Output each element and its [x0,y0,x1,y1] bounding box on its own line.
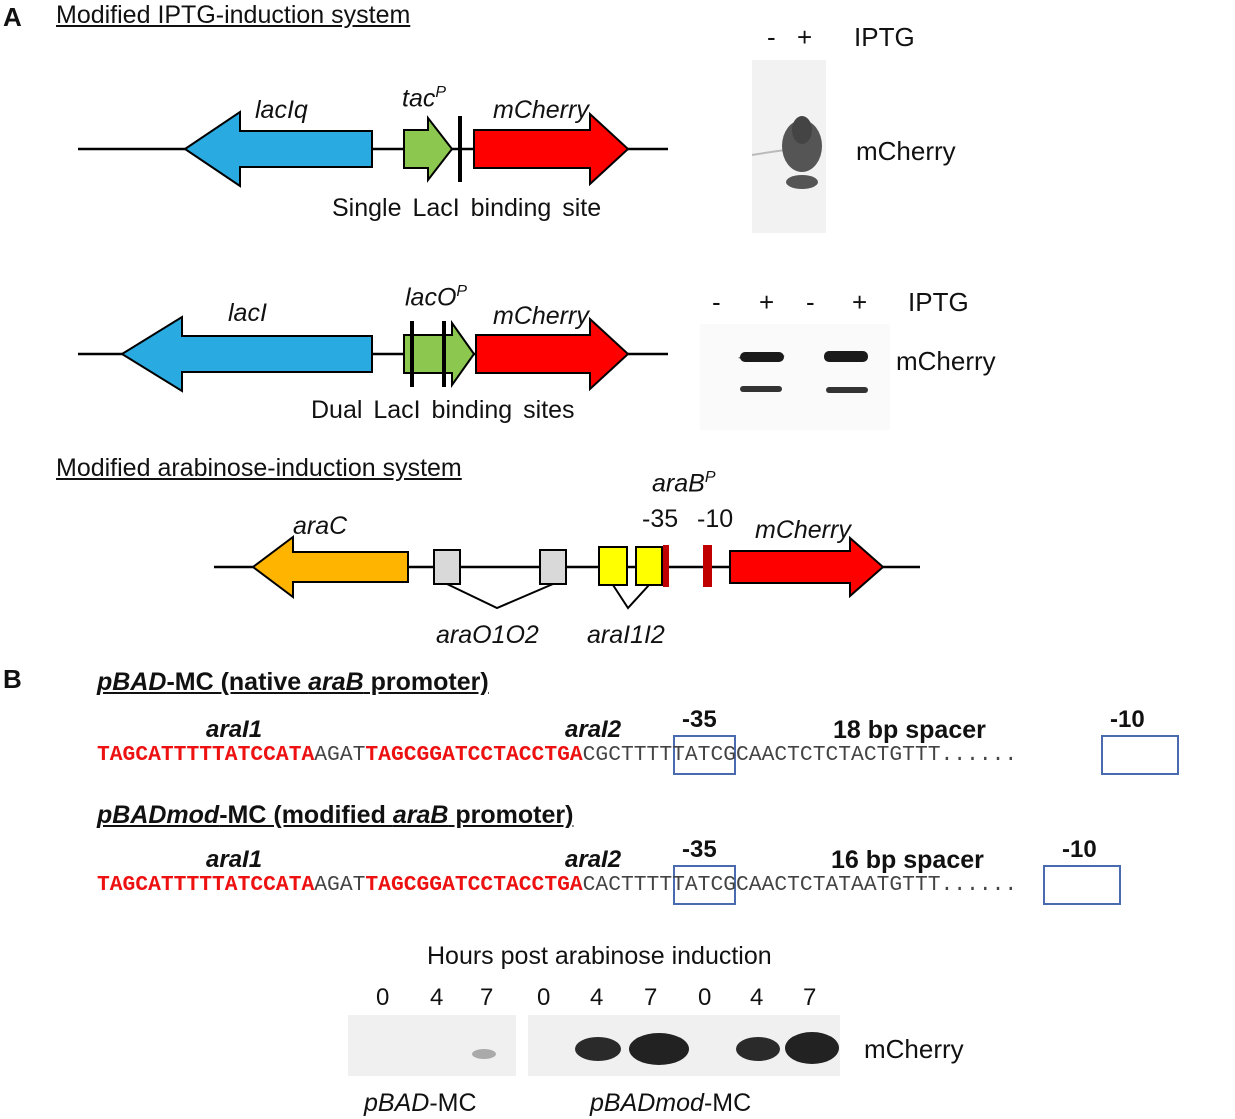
operator-o2-box [539,549,567,585]
laco-promoter-label: lacOP [405,283,468,312]
lane-label: 7 [480,984,494,1011]
minus10-label: -10 [697,505,734,533]
mcherry-arrow-3 [729,535,885,599]
construct-2-diagram [78,315,668,393]
laci-label: lacI [228,299,267,327]
modified-arai1-label: araI1 [206,846,263,873]
lane-label: 0 [698,984,712,1011]
blot-2-band-upper-1 [740,352,784,362]
box-35-modified [673,865,736,905]
lane-label: 4 [430,984,444,1011]
blot-2-band-lower-1 [740,386,782,392]
arabinose-blot-title: Hours post arabinose induction [427,942,772,970]
blot-2-mcherry: mCherry [896,346,996,376]
arac-label: araC [293,512,348,540]
tac-promoter-label: tacP [402,84,447,113]
blot-1 [751,60,826,233]
arac-arrow [251,535,409,599]
blot-band-mod-4h-1 [575,1037,621,1061]
lane-label: 0 [376,984,390,1011]
blot-2-minus-1: - [712,287,721,317]
laci-arrow [120,315,373,393]
operator-o1-box [433,549,461,585]
blot-band-mod-7h-2 [785,1032,839,1064]
blot-2 [700,324,890,430]
lane-label: 0 [537,984,551,1011]
blot-1-band-upper [782,120,822,172]
blot-1-mcherry: mCherry [856,136,956,166]
laciq-label: lacIq [255,96,308,124]
single-site-caption: Single LacI binding site [332,194,602,222]
lane-label: 4 [590,984,604,1011]
panel-a-letter: A [3,2,22,32]
blot-band-mod-7h-1 [629,1033,689,1065]
arabinose-blot-left [348,1015,516,1076]
arabinose-blot-mcherry: mCherry [864,1034,964,1064]
box-10-modified [1043,865,1121,905]
blot-2-band-lower-2 [826,387,868,393]
construct-1-diagram [78,110,668,188]
pbad-group-label: pBAD-MC [364,1089,477,1117]
blot-2-minus-2: - [806,287,815,317]
arabinose-system-title: Modified arabinose-induction system [56,454,462,482]
blot-band-pbad-7h [472,1049,496,1059]
native-promoter-title: pBAD-MC (native araB promoter) [97,668,489,696]
mcherry-label-1: mCherry [493,96,589,124]
native-arai1-label: araI1 [206,716,263,743]
dual-site-caption: Dual LacI binding sites [311,396,575,424]
native-minus35-label: -35 [682,706,717,733]
modified-minus10-label: -10 [1062,836,1097,863]
native-sequence: TAGCATTTTTATCCATAAGATTAGCGGATCCTACCTGACG… [97,743,1018,767]
arai1i2-label: araI1I2 [587,621,665,649]
modified-sequence: TAGCATTTTTATCCATAAGATTAGCGGATCCTACCTGACA… [97,873,1018,897]
modified-arai2-label: araI2 [565,846,622,873]
mcherry-arrow-2 [475,316,630,392]
mcherry-label-2: mCherry [493,302,589,330]
modified-minus35-label: -35 [682,836,717,863]
modified-spacer-label: 16 bp spacer [831,846,984,874]
inducer-i2-box [635,546,663,586]
construct-3-diagram [214,535,920,610]
blot-2-iptg: IPTG [908,287,969,317]
inducer-i1-box [598,546,628,586]
blot-2-plus-2: + [852,287,868,317]
lane-label: 4 [750,984,764,1011]
iptg-system-title: Modified IPTG-induction system [56,1,411,29]
mcherry-label-3: mCherry [755,516,851,544]
blot-2-band-upper-2 [824,351,868,362]
mcherry-arrow-1 [473,111,630,187]
blot-band-mod-4h-2 [736,1037,780,1061]
arao1o2-label: araO1O2 [436,621,539,649]
lane-label: 7 [803,984,817,1011]
operator-connector [446,583,554,610]
modified-promoter-title: pBADmod-MC (modified araB promoter) [97,801,574,829]
laco-promoter-arrow [403,319,476,389]
minus35-label: -35 [642,505,679,533]
panel-b-letter: B [3,664,22,694]
blot-2-plus-1: + [759,287,775,317]
lane-label: 7 [644,984,658,1011]
box-10-native [1101,735,1179,775]
arab-promoter-label: araBP [652,469,716,498]
native-arai2-label: araI2 [565,716,622,743]
inducer-connector [612,584,650,610]
native-minus10-label: -10 [1110,706,1145,733]
blot-1-plus: + [797,22,813,52]
native-spacer-label: 18 bp spacer [833,716,986,744]
laciq-arrow [183,110,373,188]
blot-1-band-lower [786,175,818,189]
blot-1-minus: - [767,22,776,52]
minus10-mark [703,545,712,587]
arabinose-blot-right [528,1015,840,1076]
minus35-mark [663,545,669,587]
pbadmod-group-label: pBADmod-MC [590,1089,752,1117]
box-35-native [673,735,736,775]
blot-1-iptg: IPTG [854,22,915,52]
tac-promoter-arrow [403,115,454,183]
